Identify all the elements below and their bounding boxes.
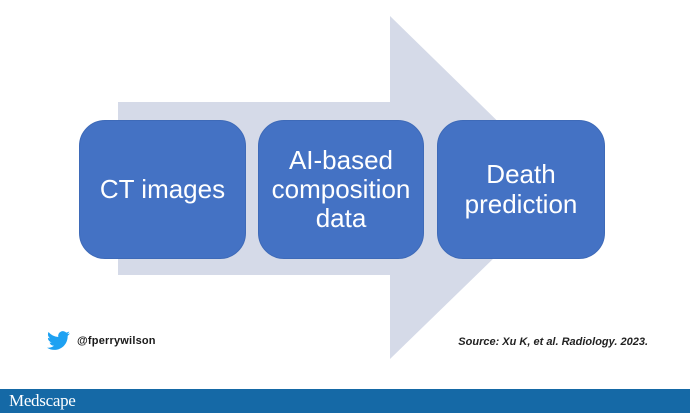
medscape-logo: Medscape — [9, 391, 76, 410]
twitter-bird-icon — [47, 331, 70, 350]
source-citation: Source: Xu K, et al. Radiology. 2023. — [458, 336, 648, 348]
footer-bar: Medscape — [0, 389, 690, 413]
step-box-death-prediction: Death prediction — [437, 120, 605, 259]
step-label-ai-composition: AI-based composition data — [271, 144, 411, 234]
step-box-ai-composition: AI-based composition data — [258, 120, 424, 259]
step-label-ct-images: CT images — [99, 173, 226, 204]
step-box-ct-images: CT images — [79, 120, 246, 259]
twitter-attribution: @fperrywilson — [47, 329, 156, 352]
twitter-handle: @fperrywilson — [77, 334, 156, 347]
step-label-death-prediction: Death prediction — [464, 159, 578, 219]
